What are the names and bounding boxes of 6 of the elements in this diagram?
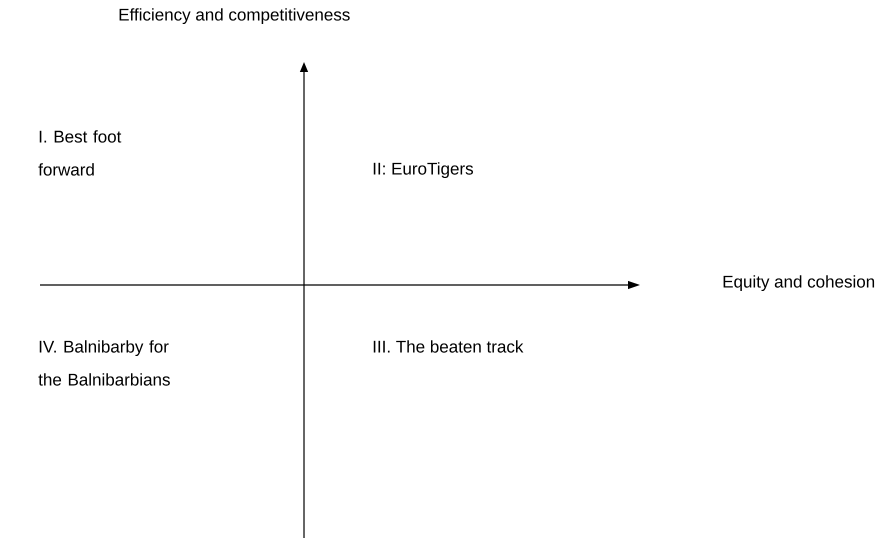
quadrant-label: II: EuroTigers [374,162,473,178]
axis-label: Equity and cohesion [724,275,874,292]
quadrant-label: III. The beaten track [374,340,524,353]
quadrant-label: I. Best foot forward [38,130,122,176]
axis-label: Efficiency and competitiveness [120,8,350,24]
quadrant-label: IV. Balnibarby for the Balnibarbians [38,340,170,386]
